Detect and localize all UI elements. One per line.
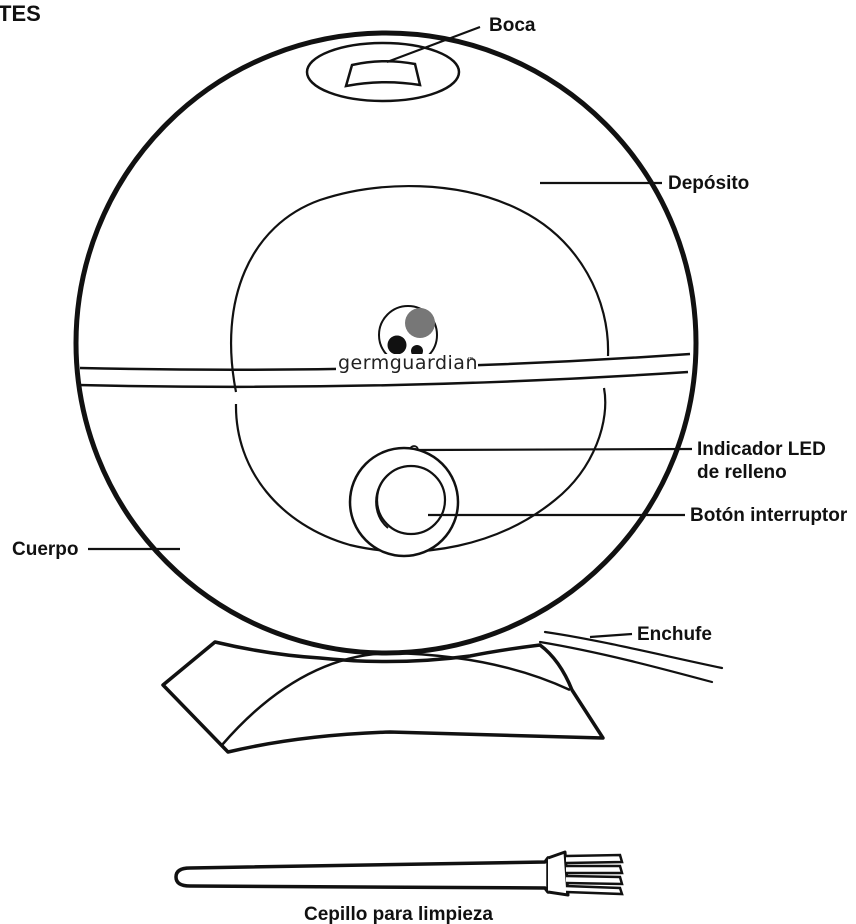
front-panel-lower	[234, 387, 607, 553]
label-deposito: Depósito	[668, 173, 749, 194]
brand-trademark: ™	[467, 356, 474, 364]
front-panel-upper	[229, 184, 610, 393]
germguardian-logo: germguardian ™	[336, 305, 478, 374]
leader-enchufe	[589, 632, 633, 639]
seam-bottom	[77, 370, 689, 389]
leader-indicador	[418, 447, 693, 452]
label-indicador-line1: Indicador LED	[697, 439, 826, 460]
brand-name: germguardian	[338, 352, 478, 374]
leader-boca	[386, 25, 481, 64]
logo-gray-dot	[405, 308, 435, 338]
label-enchufe: Enchufe	[637, 624, 712, 645]
label-boca: Boca	[489, 15, 536, 36]
cleaning-brush	[174, 850, 624, 897]
power-button	[348, 446, 460, 558]
section-heading: TES	[0, 1, 41, 26]
leader-lines	[88, 25, 693, 639]
power-cord	[538, 630, 724, 684]
label-cuerpo: Cuerpo	[12, 539, 79, 560]
logo-dark-dot	[387, 335, 407, 355]
label-indicador-line2: de relleno	[697, 462, 787, 483]
stand-base	[161, 640, 605, 754]
label-cepillo: Cepillo para limpieza	[304, 904, 493, 924]
water-opening	[305, 41, 461, 103]
label-boton: Botón interruptor	[690, 505, 848, 526]
